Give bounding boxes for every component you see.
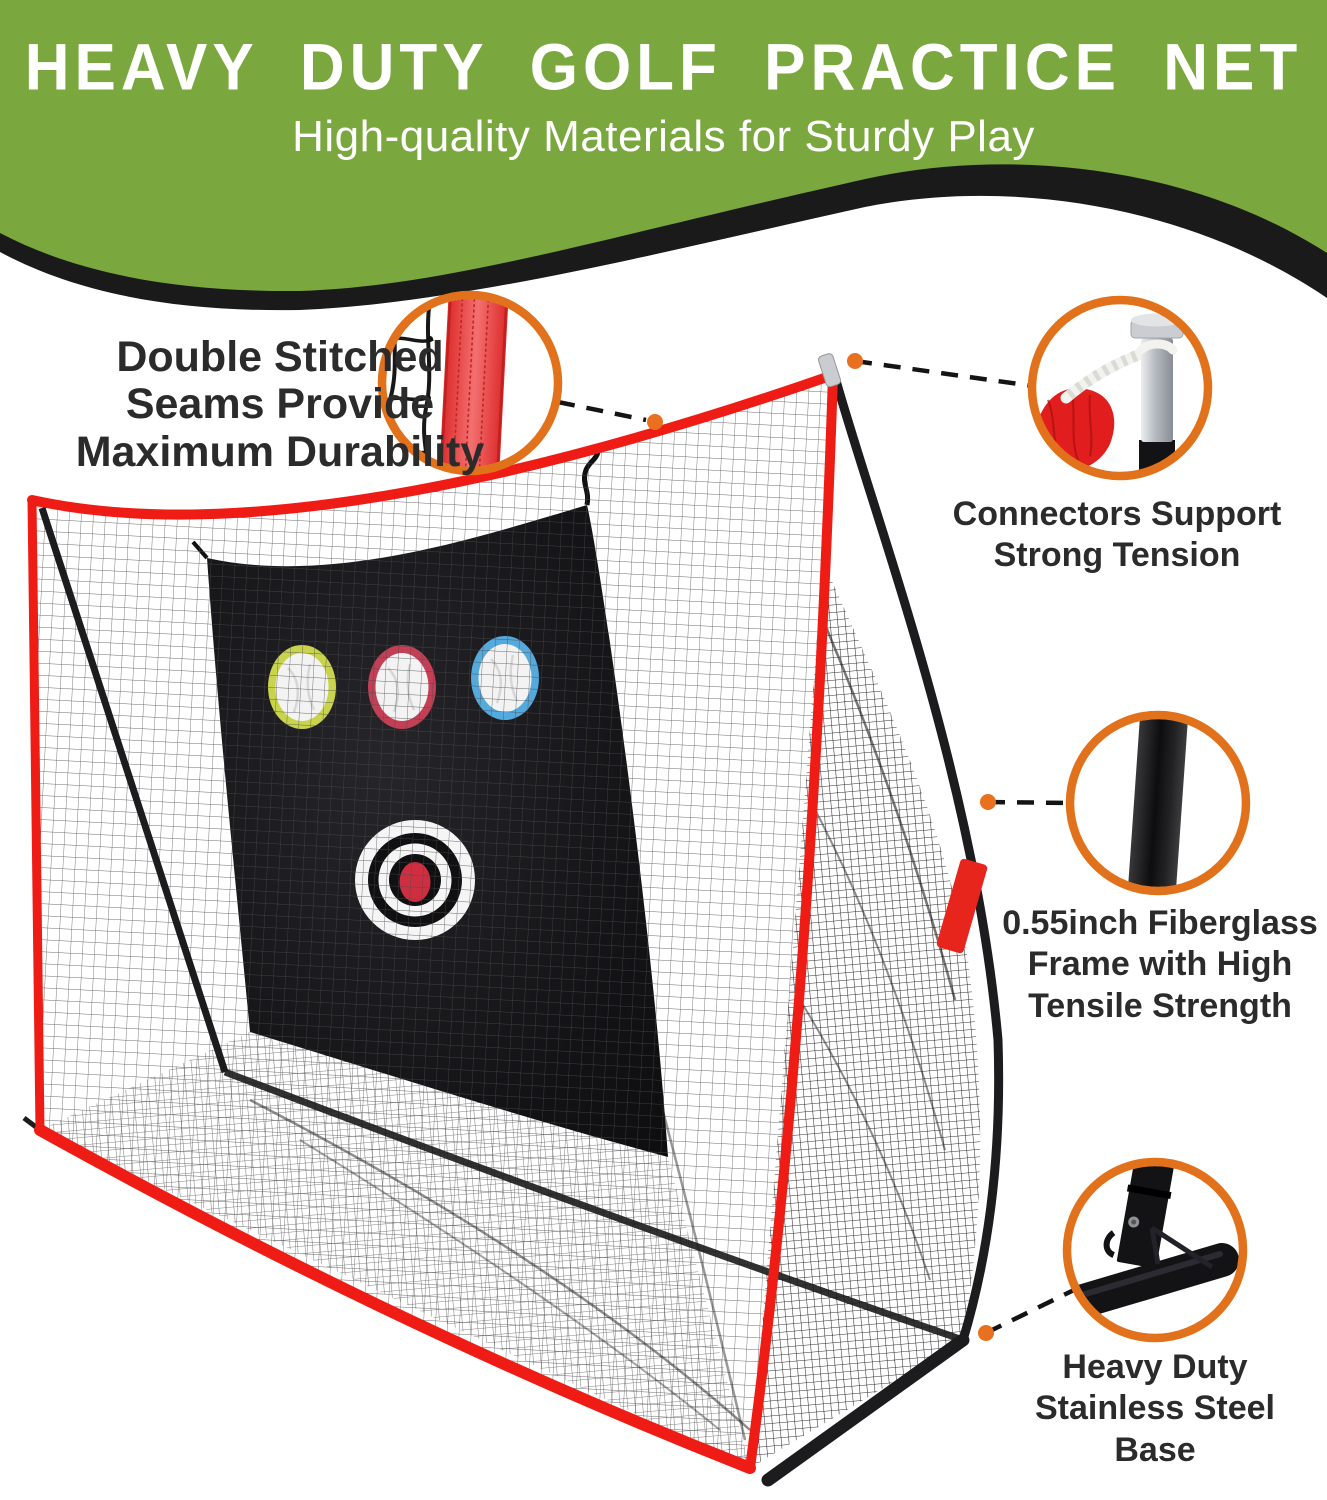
connector-detail bbox=[1036, 313, 1184, 472]
pole-red-sleeve bbox=[936, 858, 988, 954]
caption-fiberglass-frame: 0.55inch Fiberglass Frame with High Tens… bbox=[1002, 904, 1318, 1025]
golf-practice-net bbox=[22, 353, 1004, 1487]
leader-dot bbox=[847, 353, 863, 369]
leader-line bbox=[985, 1286, 1077, 1336]
callout-base bbox=[978, 1157, 1248, 1343]
page-subtitle: High-quality Materials for Sturdy Play bbox=[292, 112, 1035, 161]
callout-frame bbox=[980, 710, 1251, 896]
page-title: HEAVY DUTY GOLF PRACTICE NET bbox=[24, 31, 1303, 105]
banner-green-shape bbox=[0, 0, 1327, 292]
frame-left-edge bbox=[27, 495, 45, 1135]
leader-dot bbox=[978, 1325, 994, 1341]
corner-connector-tip bbox=[817, 353, 842, 388]
frame-bottom-edge bbox=[34, 1124, 756, 1474]
caption-steel-base: Heavy Duty Stainless Steel Base bbox=[1034, 1348, 1275, 1469]
header-banner bbox=[0, 0, 1327, 311]
magnifier-ring bbox=[1065, 710, 1251, 896]
caption-connectors: Connectors Support Strong Tension bbox=[952, 495, 1282, 575]
base-tube bbox=[761, 1333, 970, 1487]
steel-base-detail bbox=[1071, 1166, 1239, 1319]
leader-dot bbox=[647, 414, 663, 430]
caption-double-stitched-seams: Double Stitched Seams Provide Maximum Du… bbox=[75, 333, 485, 476]
magnifier-ring bbox=[377, 290, 563, 476]
frame-right-edge bbox=[745, 370, 838, 1473]
magnifier-ring bbox=[1027, 295, 1213, 481]
fiberglass-pole-detail bbox=[1127, 719, 1189, 887]
net-front-mesh bbox=[32, 375, 833, 1468]
leader-dot bbox=[980, 794, 996, 810]
leader-line bbox=[854, 358, 1034, 389]
callout-connectors bbox=[847, 295, 1213, 481]
frame-poles bbox=[22, 375, 1004, 1487]
red-frame-border bbox=[27, 370, 838, 1474]
frame-top-edge bbox=[27, 370, 838, 520]
leader-line bbox=[987, 799, 1072, 806]
left-back-pole bbox=[38, 506, 229, 1074]
net-sag-strands bbox=[223, 619, 965, 1441]
callout-seams bbox=[377, 290, 663, 476]
net-side-mesh bbox=[750, 560, 981, 1468]
fiberglass-bow-pole bbox=[830, 375, 1004, 1342]
leader-line bbox=[557, 399, 647, 423]
magnifier-ring bbox=[1062, 1157, 1248, 1343]
